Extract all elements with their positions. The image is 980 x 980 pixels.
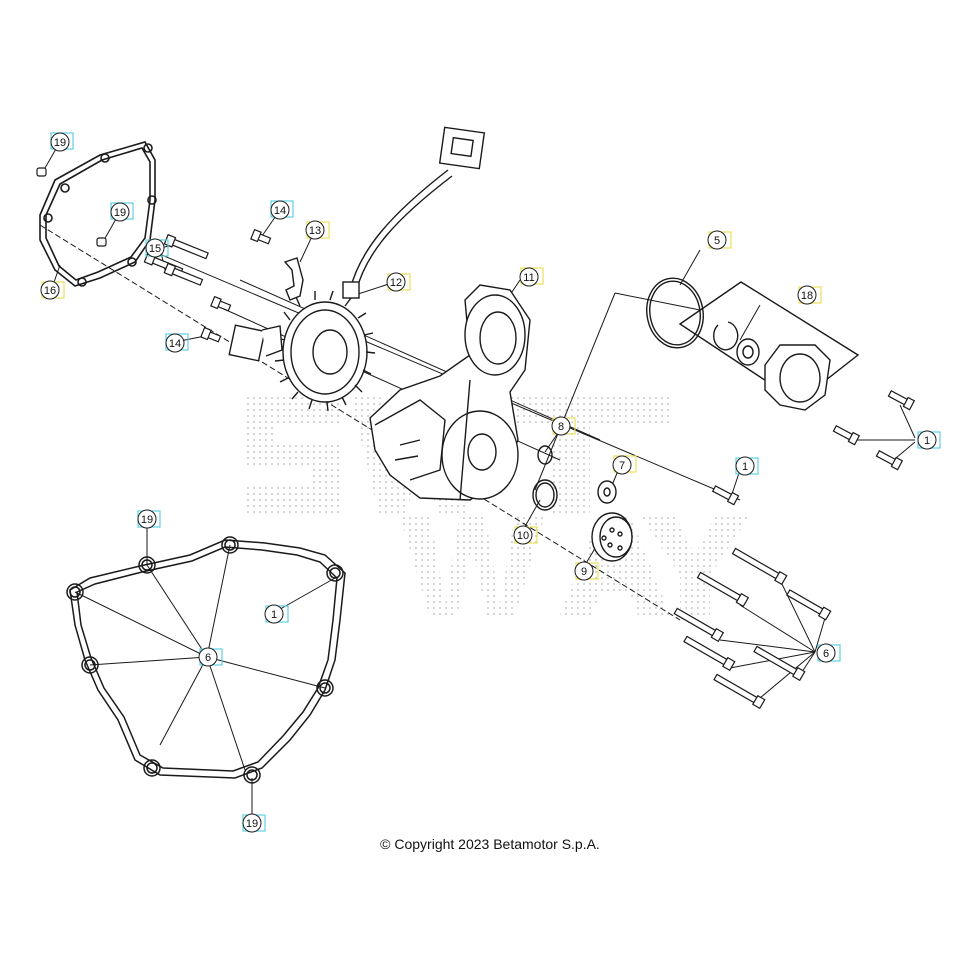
callout-11: 11: [519, 267, 544, 287]
svg-text:1: 1: [924, 435, 930, 447]
copyright-notice: © Copyright 2023 Betamotor S.p.A.: [380, 836, 600, 852]
pump-impeller: [591, 512, 633, 562]
leader-lines: [39, 141, 916, 820]
svg-text:15: 15: [149, 243, 161, 255]
svg-text:16: 16: [44, 285, 56, 297]
svg-text:5: 5: [714, 235, 720, 247]
callout-1-right-mid: 1: [735, 456, 759, 476]
svg-text:9: 9: [581, 566, 587, 578]
svg-text:1: 1: [742, 461, 748, 473]
callout-19-mid: 19: [110, 202, 134, 222]
svg-text:13: 13: [309, 225, 321, 237]
callout-7: 7: [612, 455, 637, 475]
svg-text:7: 7: [619, 460, 625, 472]
svg-text:6: 6: [823, 648, 829, 660]
callout-8: 8: [551, 416, 576, 436]
svg-text:14: 14: [274, 205, 286, 217]
callout-19-gasket-top: 19: [137, 509, 161, 529]
callout-6-gasket: 6: [198, 647, 223, 667]
callout-19-gasket-bottom: 19: [242, 813, 266, 833]
water-pump-parts: [646, 277, 860, 411]
callout-15: 15: [145, 238, 169, 258]
callout-9: 9: [574, 561, 599, 581]
cable-connector: [342, 126, 486, 299]
svg-text:19: 19: [54, 137, 66, 149]
callout-1-right-top: 1: [917, 430, 941, 450]
callout-6-right: 6: [816, 643, 841, 663]
callout-14-top: 14: [270, 200, 294, 220]
bolts-group-6: [673, 547, 832, 710]
svg-text:19: 19: [141, 514, 153, 526]
svg-text:19: 19: [246, 818, 258, 830]
pickup-coil: [228, 324, 283, 362]
svg-text:14: 14: [169, 338, 181, 350]
dowel-pin: [36, 167, 107, 247]
cable-bracket: [283, 257, 304, 301]
svg-text:12: 12: [390, 277, 402, 289]
svg-text:18: 18: [801, 290, 813, 302]
callout-12: 12: [386, 272, 411, 292]
callout-1-gasket: 1: [264, 604, 289, 624]
callout-13: 13: [305, 220, 330, 240]
bolts-group-1: [711, 390, 916, 506]
crankcase-cover: [369, 284, 531, 501]
small-gasket: [39, 141, 157, 287]
svg-text:8: 8: [558, 421, 564, 433]
seal-rings: [532, 445, 617, 511]
svg-text:11: 11: [523, 272, 534, 284]
svg-text:1: 1: [271, 609, 277, 621]
callout-18: 18: [797, 285, 822, 305]
stator: [274, 290, 376, 412]
callout-16: 16: [40, 280, 65, 300]
callout-14-bottom: 14: [165, 333, 189, 353]
svg-text:10: 10: [517, 530, 529, 542]
large-gasket: [66, 536, 346, 784]
svg-text:19: 19: [114, 207, 126, 219]
callout-19-top: 19: [50, 132, 74, 152]
svg-text:6: 6: [205, 652, 211, 664]
callout-5: 5: [707, 230, 732, 250]
callout-10: 10: [513, 525, 538, 545]
